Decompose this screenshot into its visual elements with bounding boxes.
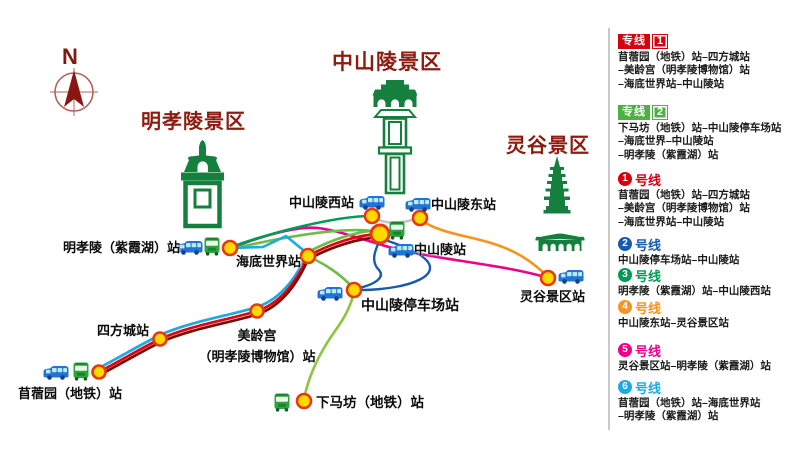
compass-north-arrow-icon xyxy=(64,70,84,107)
shuttle-van-icon xyxy=(177,241,203,255)
route-zhuanxian2-xiamafang xyxy=(302,289,356,401)
station-label-zhongshanlingdong: 中山陵东站 xyxy=(431,197,497,212)
zhuanxian-badge: 专线 xyxy=(618,104,650,120)
station-label-muxuyuan: 苜蓿园（地铁）站 xyxy=(18,386,123,401)
line-number-badge: 3 xyxy=(618,268,632,282)
shuttle-van-icon xyxy=(558,270,584,284)
city-bus-icon xyxy=(204,237,220,256)
station-dot-zhongshanlingxi xyxy=(363,207,381,225)
station-dot-zhongshanlingdong xyxy=(411,209,429,227)
route-line6-cyan-branch xyxy=(229,234,310,256)
legend-item-line-5: 5 号线 灵谷景区站–明孝陵（紫霞湖）站 xyxy=(618,343,771,372)
legend-item-line-6: 6 号线 苜蓿园（地铁）站–海底世界站 –明孝陵（紫霞湖）站 xyxy=(618,380,761,423)
legend-item-line-3: 3 号线 明孝陵（紫霞湖）站–中山陵西站 xyxy=(618,268,771,297)
station-dot-zhongshanling xyxy=(369,223,391,245)
city-bus-icon xyxy=(389,221,405,240)
station-dot-meilinggong xyxy=(249,303,265,319)
line-number-badge: 6 xyxy=(618,380,632,394)
line-number-badge: 4 xyxy=(618,300,632,314)
line-number-badge: 2 xyxy=(618,237,632,251)
station-dot-muxuyuan xyxy=(91,364,107,380)
linggu-pagoda-icon xyxy=(543,156,571,214)
zhuanxian-number-box: 2 xyxy=(652,104,669,120)
station-label-sifangcheng: 四方城站 xyxy=(97,323,150,338)
shuttle-van-icon xyxy=(405,198,431,212)
station-label-zhongshanling: 中山陵站 xyxy=(414,242,467,257)
station-dot-tingchechang xyxy=(345,281,363,299)
linggu-temple-icon xyxy=(535,233,585,251)
zhuanxian-badge: 专线 xyxy=(618,33,650,49)
station-dot-haidishijie xyxy=(299,247,317,265)
shuttle-van-icon xyxy=(317,287,343,301)
route-zhuanxian2-south xyxy=(308,255,356,291)
station-dot-mingxiaoling xyxy=(221,239,239,257)
city-bus-icon xyxy=(73,362,89,381)
legend-item-line-1: 1 号线 苜蓿园（地铁）站–四方城站 –美龄宫（明孝陵博物馆）站 –海底世界站–… xyxy=(618,172,750,228)
station-label-linggujingqu: 灵谷景区站 xyxy=(520,289,586,304)
route-line4-orange xyxy=(418,217,550,279)
legend-item-line-4: 4 号线 中山陵东站–灵谷景区站 xyxy=(618,300,729,329)
legend-item-line-2: 2 号线 中山陵停车场站–中山陵站 xyxy=(618,237,740,266)
station-label-meilinggong: 美龄宫 （明孝陵博物馆）站 xyxy=(198,328,316,364)
line-number-badge: 1 xyxy=(618,172,632,186)
line-number-badge: 5 xyxy=(618,343,632,357)
station-dot-linggujingqu xyxy=(539,269,557,287)
station-label-zhongshanlingxi: 中山陵西站 xyxy=(289,195,355,210)
area-title-zhongshanling: 中山陵景区 xyxy=(332,50,442,74)
zhongshanling-mausoleum-icon xyxy=(372,80,418,195)
route-bundle-west xyxy=(97,250,310,377)
shuttle-van-icon xyxy=(43,366,69,380)
mingxiaoling-gate-icon xyxy=(181,140,224,229)
station-dot-sifangcheng xyxy=(152,331,168,347)
legend-item-zhuanxian-1: 专线 1 苜蓿园（地铁）站–四方城站 –美龄宫（明孝陵博物馆）站 –海底世界站–… xyxy=(618,33,750,90)
compass-north-label: N xyxy=(62,44,78,69)
station-label-tingchechang: 中山陵停车场站 xyxy=(361,297,459,313)
compass-rose xyxy=(50,68,98,116)
station-dot-xiamafang xyxy=(295,392,313,410)
station-label-haidishijie: 海底世界站 xyxy=(236,254,302,269)
zhuanxian-number-box: 1 xyxy=(652,33,669,49)
city-bus-icon xyxy=(274,393,290,412)
legend-divider xyxy=(608,28,610,430)
route-line2-blue-a xyxy=(357,238,382,290)
area-title-linggu: 灵谷景区 xyxy=(506,135,590,157)
station-label-mingxiaoling: 明孝陵（紫霞湖）站 xyxy=(63,240,181,255)
shuttle-van-icon xyxy=(388,244,414,258)
route-line2-blue-b xyxy=(356,239,432,292)
area-title-mingxiaoling: 明孝陵景区 xyxy=(141,111,246,133)
route-line3-green xyxy=(229,214,373,249)
station-label-xiamafang: 下马坊（地铁）站 xyxy=(316,395,424,410)
legend-item-zhuanxian-2: 专线 2 下马坊（地铁）站–中山陵停车场站 –海底世界–中山陵站 –明孝陵（紫霞… xyxy=(618,104,782,161)
